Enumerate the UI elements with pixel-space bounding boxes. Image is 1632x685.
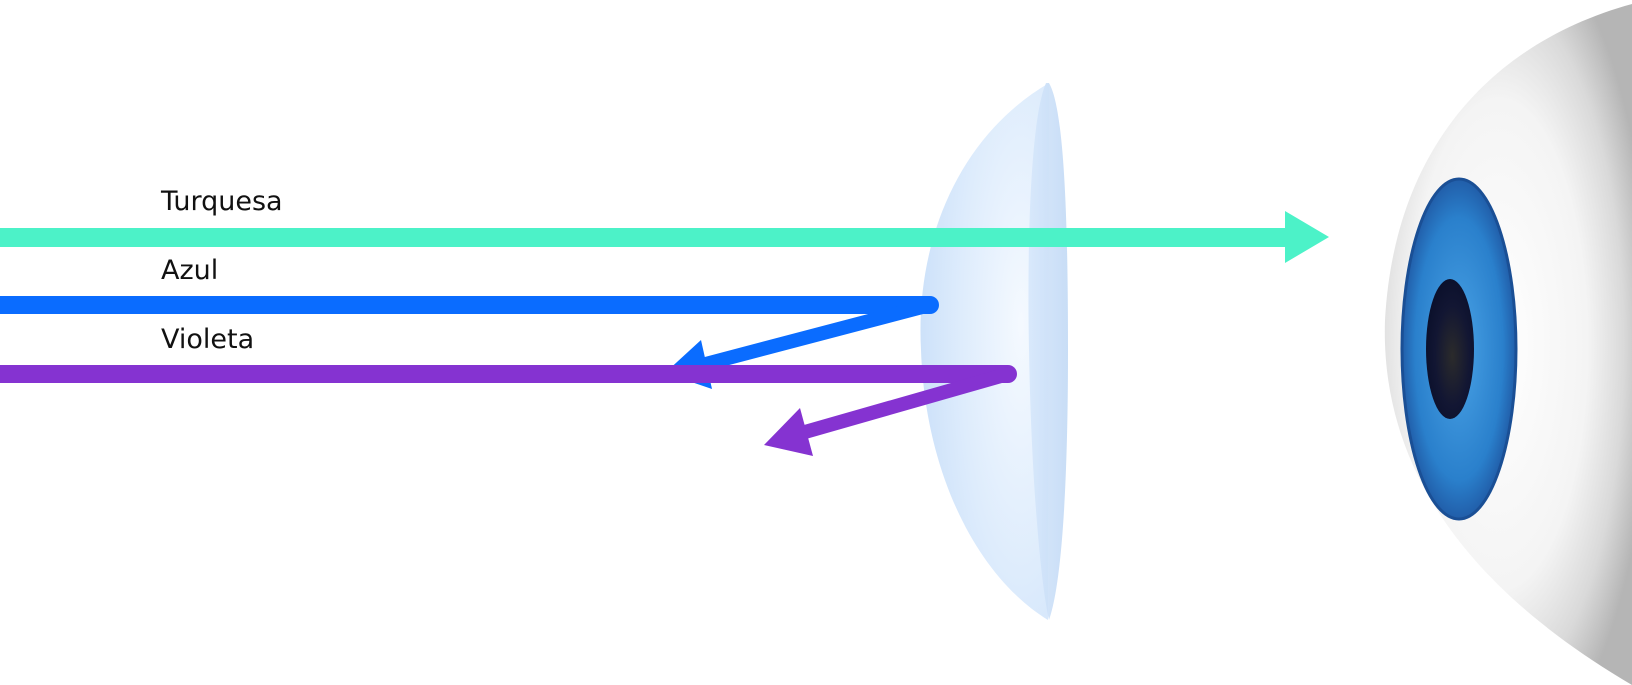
filter-lens [920,83,1068,620]
label-turquesa: Turquesa [160,186,283,217]
label-violeta: Violeta [161,324,254,355]
label-azul: Azul [161,255,218,286]
ray-turquoise [0,211,1329,263]
ray-violet [0,365,1017,456]
eye-pupil [1426,279,1474,419]
